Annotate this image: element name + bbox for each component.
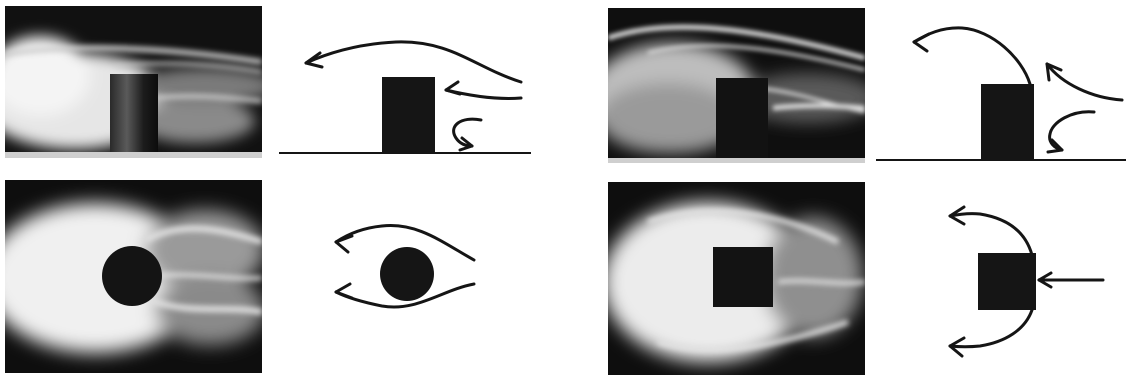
cylinder-side-sketch (382, 77, 435, 153)
cube-top-photo (713, 247, 773, 307)
photo-side-cylinder (5, 6, 262, 158)
sketch-top-cube (935, 200, 1115, 360)
photo-side-cube (608, 8, 865, 163)
cylinder-top-sketch (380, 247, 434, 301)
upper-flow-arrow (914, 28, 1030, 84)
cube-side-sketch (981, 84, 1034, 160)
lower-separation-arrow (950, 310, 1032, 347)
cylinder-side-photo (110, 74, 158, 152)
sketch-side-cylinder (276, 30, 536, 160)
cube-side-photo (716, 78, 768, 162)
sketch-side-cube (872, 18, 1128, 166)
photo-top-cube (608, 182, 865, 375)
cube-top-sketch (978, 253, 1036, 310)
cylinder-top-photo (102, 246, 162, 306)
upper-separation-arrow (950, 214, 1032, 255)
photo-top-cylinder (5, 180, 262, 373)
sketch-top-cylinder (322, 212, 492, 322)
upper-flow-arrow (306, 42, 521, 82)
